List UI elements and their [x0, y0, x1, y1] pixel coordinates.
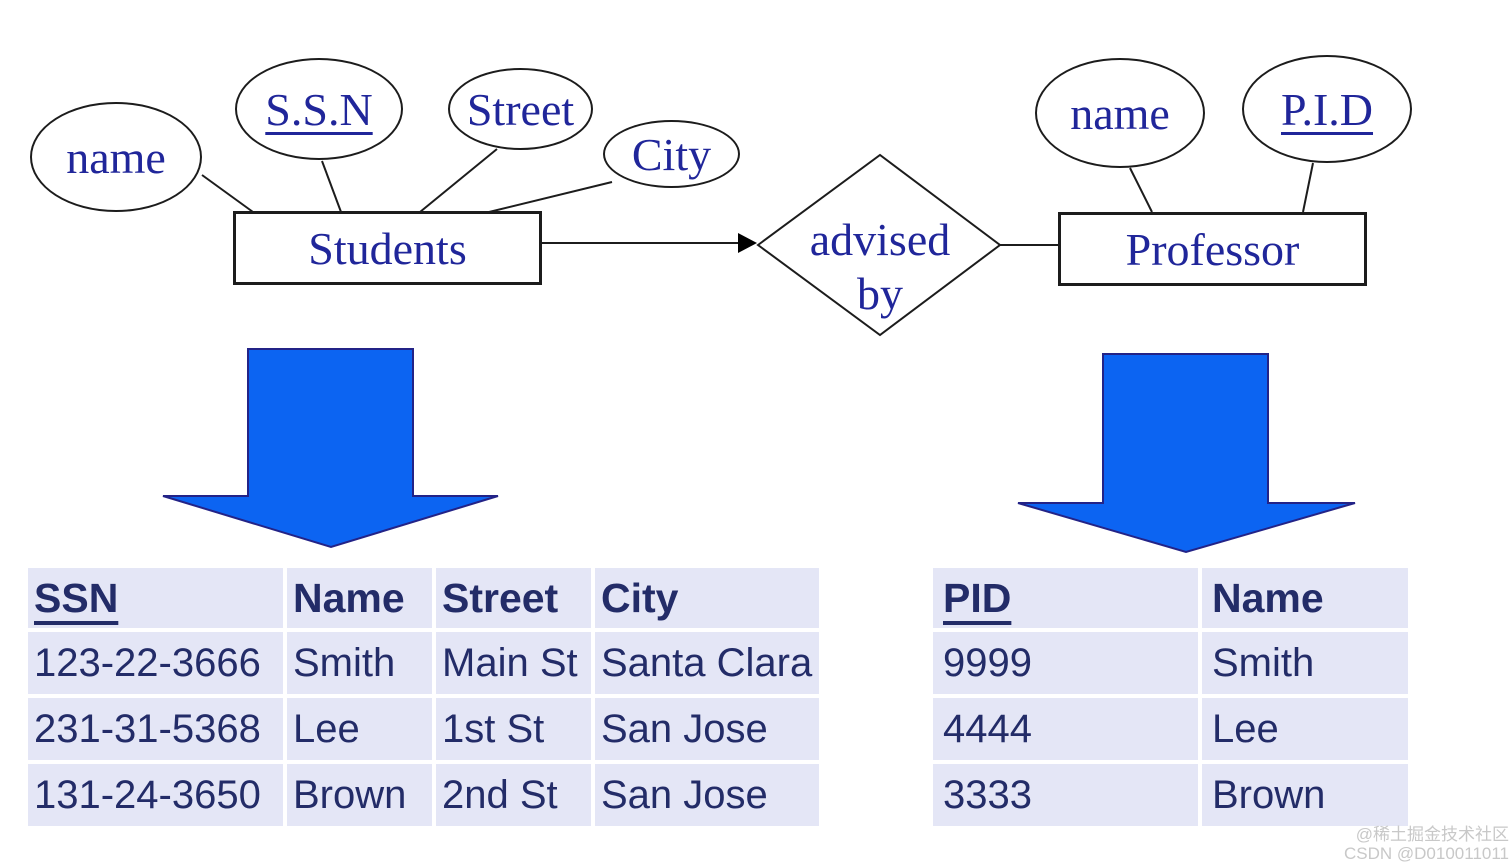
attribute-label: S.S.N — [265, 83, 373, 135]
watermark: @稀土掘金技术社区 CSDN @D010011011 — [1344, 825, 1509, 863]
attribute-ellipse-student-ssn: S.S.N — [235, 58, 403, 160]
table-cell-city: Santa Clara — [595, 632, 819, 694]
column-header-pid: PID — [933, 568, 1198, 628]
connector-line-pid-professor — [1302, 162, 1314, 213]
table-cell-name: Smith — [287, 632, 432, 694]
attribute-label: Street — [466, 83, 575, 135]
attribute-label: name — [66, 131, 166, 183]
professor-relation-table: PID Name 9999 Smith 4444 Lee 3333 Brown — [933, 568, 1408, 826]
table-cell-ssn: 231-31-5368 — [28, 698, 283, 760]
entity-professor: Professor — [1058, 212, 1367, 286]
column-header-city: City — [595, 568, 819, 628]
relationship-arrowhead-icon — [738, 233, 757, 253]
attribute-ellipse-student-name: name — [30, 102, 202, 212]
table-cell-name: Lee — [287, 698, 432, 760]
table-cell-name: Lee — [1202, 698, 1408, 760]
down-arrow-students-icon — [162, 348, 499, 549]
attribute-label: City — [631, 128, 712, 180]
table-cell-pid: 9999 — [933, 632, 1198, 694]
column-header-label: City — [601, 574, 679, 621]
watermark-line1: @稀土掘金技术社区 — [1355, 825, 1509, 844]
entity-label: Students — [308, 222, 467, 274]
attribute-label: P.I.D — [1280, 83, 1374, 135]
connector-line-city-students — [488, 181, 613, 213]
entity-label: Professor — [1125, 223, 1300, 275]
column-header-label: Street — [442, 574, 559, 621]
table-cell-city: San Jose — [595, 698, 819, 760]
table-cell-street: 1st St — [436, 698, 591, 760]
entity-students: Students — [233, 211, 542, 285]
table-cell-city: San Jose — [595, 764, 819, 826]
attribute-ellipse-student-city: City — [603, 120, 740, 188]
attribute-label: name — [1070, 87, 1170, 139]
down-arrow-professor-icon — [1017, 353, 1356, 554]
watermark-line2: CSDN @D010011011 — [1344, 844, 1509, 863]
column-header-label: Name — [1212, 574, 1324, 621]
table-cell-ssn: 123-22-3666 — [28, 632, 283, 694]
column-header-ssn: SSN — [28, 568, 283, 628]
table-cell-name: Brown — [1202, 764, 1408, 826]
table-cell-pid: 3333 — [933, 764, 1198, 826]
connector-line-name-students — [201, 174, 254, 213]
column-header-label: PID — [943, 574, 1012, 621]
column-header-label: Name — [293, 574, 405, 621]
table-cell-name: Brown — [287, 764, 432, 826]
relationship-label-line2: by — [857, 268, 903, 319]
connector-line-ssn-students — [321, 160, 342, 213]
students-relation-table: SSN Name Street City 123-22-3666 Smith M… — [28, 568, 819, 826]
column-header-street: Street — [436, 568, 591, 628]
connector-line-street-students — [419, 148, 498, 213]
column-header-name: Name — [1202, 568, 1408, 628]
table-cell-street: Main St — [436, 632, 591, 694]
column-header-label: SSN — [34, 574, 119, 621]
relationship-diamond — [756, 153, 1002, 337]
column-header-name: Name — [287, 568, 432, 628]
relationship-label: advised by — [795, 212, 965, 322]
table-cell-name: Smith — [1202, 632, 1408, 694]
table-cell-street: 2nd St — [436, 764, 591, 826]
attribute-ellipse-student-street: Street — [448, 68, 593, 150]
relationship-label-line1: advised — [809, 214, 951, 265]
attribute-ellipse-professor-pid: P.I.D — [1242, 55, 1412, 163]
connector-line-name-professor — [1129, 167, 1153, 213]
table-cell-ssn: 131-24-3650 — [28, 764, 283, 826]
table-cell-pid: 4444 — [933, 698, 1198, 760]
attribute-ellipse-professor-name: name — [1035, 58, 1205, 168]
